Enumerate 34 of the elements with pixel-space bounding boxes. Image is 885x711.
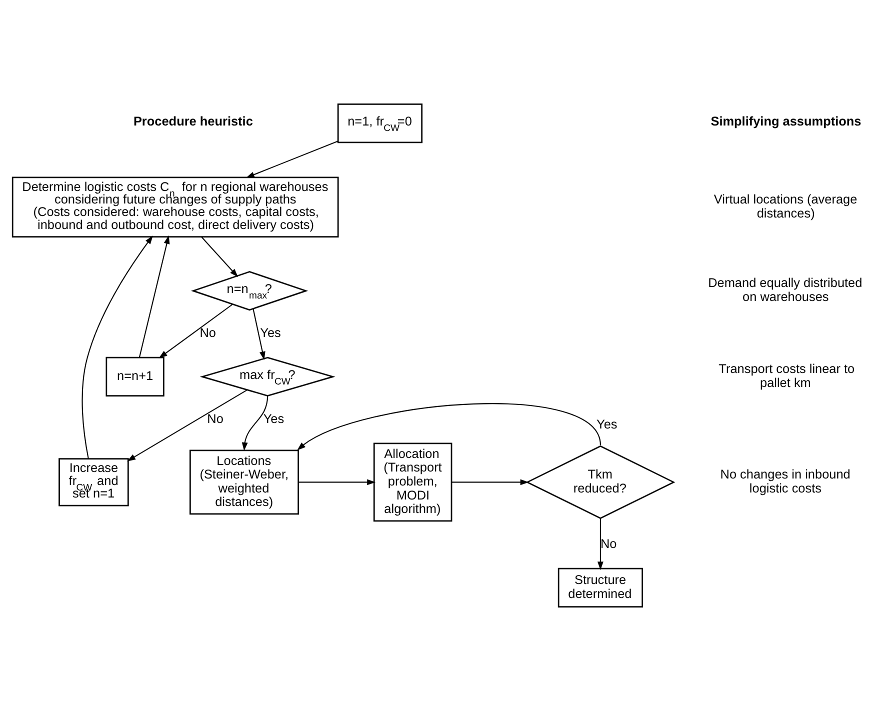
arrow [82,236,153,459]
node-box: Structure determined [558,568,644,608]
edge-label: Yes [263,410,284,426]
label: Simplifying assumptions [710,114,862,129]
label: No changes in inbound logistic costs [720,466,850,496]
node-box: Increase fr$_{CW}$ and set n=1 [58,458,129,506]
node-box: Locations (Steiner-Weber, weighted distances) [190,450,299,515]
node-box: n=n+1 [106,356,164,396]
arrow [127,390,248,462]
arrow [246,140,338,178]
edge-label: Yes [596,416,618,432]
arrow [598,518,604,570]
edge-label: No [207,410,224,426]
node-box: Determine logistic costs C$_{n}$ for n regional warehouses considering future changes of supply paths (Costs considered: warehouse costs, capital costs, inbound and outbound cost, direct delivery costs) [12,176,339,238]
arrow [252,308,266,360]
arrow [158,304,233,358]
node-diamond: n=n$_{max}$? [190,271,308,311]
label: Transport costs linear to pallet km [718,361,855,390]
label: Virtual locations (average distances) [714,191,858,220]
arrow [298,479,376,486]
edge-label: Yes [260,325,281,340]
node-box: n=1, fr$_{CW}$=0 [337,104,423,144]
label: Demand equally distributed on warehouses [708,275,862,304]
edge-label: No [200,325,216,340]
node-diamond: max fr$_{CW}$? [200,356,336,396]
arrow [297,403,601,450]
arrow [452,479,529,486]
arrow [242,396,268,451]
node-box: Allocation (Transport problem, MODI algorithm) [373,442,452,522]
arrow [138,235,170,358]
arrow [201,236,238,278]
label: Procedure heuristic [133,114,253,129]
edge-label: No [600,536,617,552]
node-diamond: Tkm reduced? [526,445,676,519]
